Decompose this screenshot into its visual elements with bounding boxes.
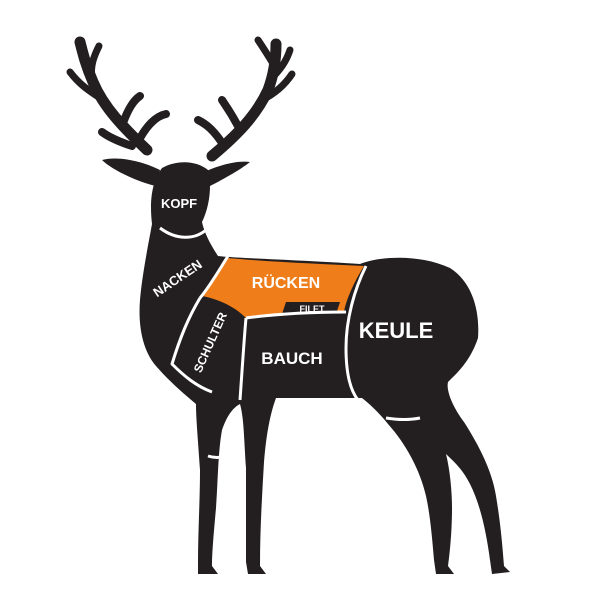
right-antler-tine-4 — [218, 96, 244, 134]
hind-leg-divider — [385, 416, 421, 421]
right-antler-main — [206, 38, 282, 162]
leg-divider — [207, 454, 227, 459]
label-filet: FILET — [300, 304, 325, 314]
label-kopf: KOPF — [161, 196, 197, 211]
left-antler-brow — [98, 128, 136, 150]
schulter-bauch-divider — [238, 317, 248, 401]
left-antler-main — [74, 36, 153, 156]
label-keule: KEULE — [359, 318, 434, 343]
nacken-divider — [198, 255, 230, 299]
right-antler-tine-2 — [266, 46, 294, 84]
right-antler-tine-3 — [254, 36, 276, 66]
label-ruecken: RÜCKEN — [252, 273, 320, 292]
right-antler-tine-5 — [194, 116, 228, 150]
label-bauch: BAUCH — [261, 349, 322, 368]
cut-lines — [159, 226, 421, 459]
left-antler-tine-1 — [66, 68, 104, 102]
right-antler-tine-1 — [258, 70, 296, 104]
schulter-divider — [170, 297, 213, 394]
antlers — [66, 36, 296, 162]
left-antler-tine-4 — [134, 110, 170, 146]
right-ear — [200, 161, 250, 188]
ruecken-bauch-divider — [245, 310, 347, 320]
kopf-divider — [159, 226, 207, 239]
left-antler-tine-3 — [118, 92, 144, 130]
left-ear — [102, 158, 160, 186]
left-antler-tine-2 — [88, 42, 103, 82]
keule-divider — [344, 265, 368, 401]
